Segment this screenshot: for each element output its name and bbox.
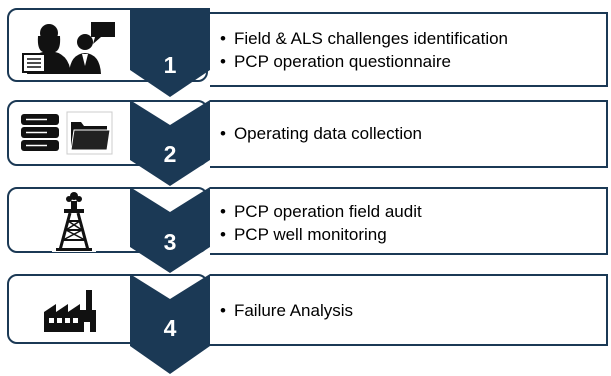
step-1-bullet-2: PCP operation questionnaire (220, 50, 508, 73)
step-1-bullet-1: Field & ALS challenges identification (220, 27, 508, 50)
step-1-bullets: Field & ALS challenges identification PC… (220, 27, 508, 73)
step-4-bullets: Failure Analysis (220, 299, 353, 322)
chevron-step-3 (130, 187, 210, 273)
step-2-bullets: Operating data collection (220, 122, 422, 145)
step-1-number: 1 (163, 52, 177, 78)
step-3-text-box: PCP operation field audit PCP well monit… (210, 187, 608, 255)
step-2-number: 2 (163, 141, 177, 167)
step-3-bullet-2: PCP well monitoring (220, 223, 422, 246)
step-4-bullet-1: Failure Analysis (220, 299, 353, 322)
step-3-bullet-1: PCP operation field audit (220, 200, 422, 223)
step-2-text-box: Operating data collection (210, 100, 608, 168)
step-3-bullets: PCP operation field audit PCP well monit… (220, 200, 422, 246)
step-4-text-box: Failure Analysis (210, 274, 608, 346)
chevron-step-4 (130, 274, 210, 374)
step-3-number: 3 (163, 229, 177, 255)
step-2-bullet-1: Operating data collection (220, 122, 422, 145)
factory-icon (40, 284, 100, 336)
server-and-folder-icon (19, 108, 114, 158)
chevron-step-1 (130, 8, 210, 97)
oil-derrick-icon (52, 190, 96, 252)
step-1-text-box: Field & ALS challenges identification PC… (210, 12, 608, 87)
chevron-step-2 (130, 100, 210, 186)
business-meeting-icon (19, 16, 119, 76)
step-4-number: 4 (163, 315, 177, 341)
